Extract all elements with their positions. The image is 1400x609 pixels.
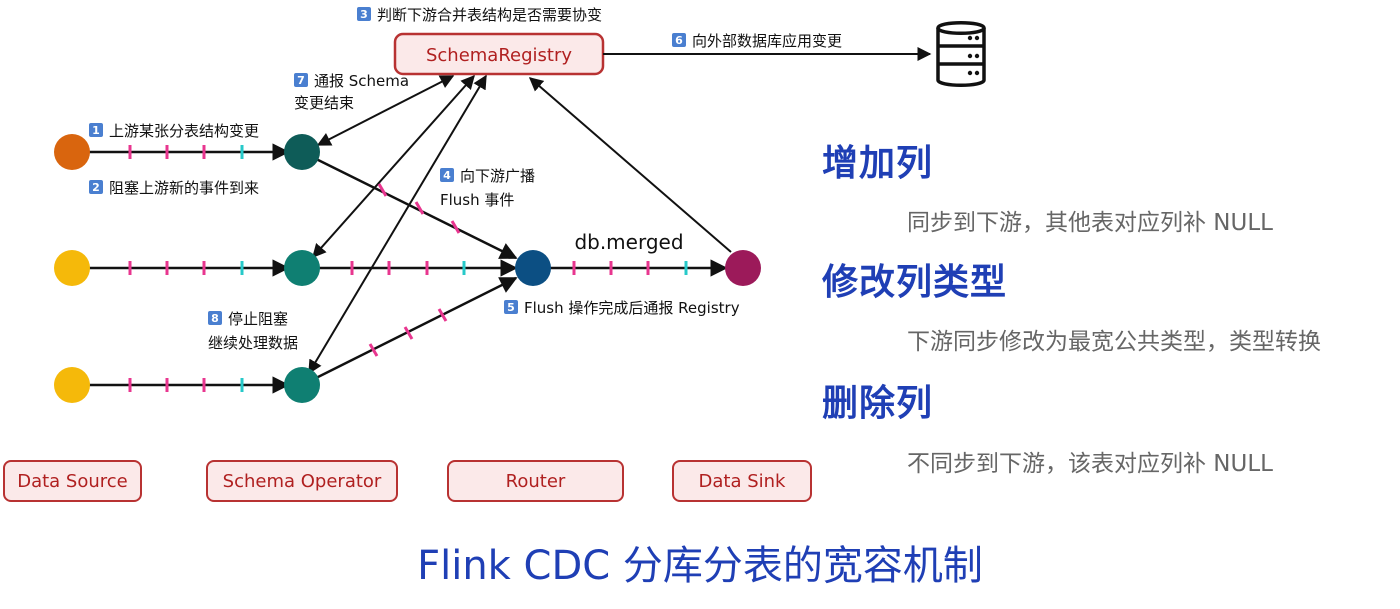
rule-drop-column-desc: 不同步到下游，该表对应列补 NULL bbox=[907, 451, 1273, 477]
rule-drop-column-title: 删除列 bbox=[822, 383, 934, 424]
rule-add-column-title: 增加列 bbox=[822, 143, 934, 184]
svg-text:5: 5 bbox=[507, 301, 515, 314]
svg-text:4: 4 bbox=[443, 169, 451, 182]
svg-text:通报 Schema: 通报 Schema bbox=[314, 72, 409, 90]
database-icon bbox=[936, 21, 986, 87]
svg-text:7: 7 bbox=[297, 74, 305, 87]
stage-data-source[interactable]: Data Source bbox=[3, 460, 142, 502]
sink-node[interactable] bbox=[725, 250, 761, 286]
stage-schema-operator[interactable]: Schema Operator bbox=[206, 460, 398, 502]
source-node[interactable] bbox=[54, 367, 90, 403]
stage-router[interactable]: Router bbox=[447, 460, 624, 502]
schema-registry-node[interactable]: SchemaRegistry bbox=[393, 32, 605, 76]
svg-text:阻塞上游新的事件到来: 阻塞上游新的事件到来 bbox=[109, 179, 259, 197]
svg-text:上游某张分表结构变更: 上游某张分表结构变更 bbox=[109, 122, 259, 140]
svg-text:2: 2 bbox=[92, 181, 100, 194]
svg-text:判断下游合并表结构是否需要协变: 判断下游合并表结构是否需要协变 bbox=[377, 6, 602, 24]
schema-operator-node[interactable] bbox=[284, 367, 320, 403]
step-4-annotation: 4 向下游广播 Flush 事件 bbox=[440, 167, 535, 209]
svg-text:变更结束: 变更结束 bbox=[294, 94, 354, 112]
registry-edge bbox=[308, 74, 487, 375]
svg-text:1: 1 bbox=[92, 124, 100, 137]
event-markers bbox=[128, 145, 688, 392]
schema-operator-node[interactable] bbox=[284, 250, 320, 286]
step-6-annotation: 6 向外部数据库应用变更 bbox=[672, 32, 842, 50]
svg-text:3: 3 bbox=[360, 8, 368, 21]
source-node-changed[interactable] bbox=[54, 134, 90, 170]
router-node[interactable] bbox=[515, 250, 551, 286]
stage-data-sink[interactable]: Data Sink bbox=[672, 460, 812, 502]
source-node[interactable] bbox=[54, 250, 90, 286]
svg-text:停止阻塞: 停止阻塞 bbox=[228, 310, 288, 328]
diagram-title: Flink CDC 分库分表的宽容机制 bbox=[417, 543, 983, 589]
step-3-annotation: 3 判断下游合并表结构是否需要协变 bbox=[357, 6, 602, 24]
svg-text:8: 8 bbox=[211, 312, 219, 325]
svg-text:Flush 事件: Flush 事件 bbox=[440, 191, 514, 209]
rule-change-type-desc: 下游同步修改为最宽公共类型，类型转换 bbox=[907, 329, 1321, 355]
step-8-annotation: 8 停止阻塞 继续处理数据 bbox=[208, 310, 298, 352]
step-1-annotation: 1 上游某张分表结构变更 bbox=[89, 122, 259, 140]
schema-operator-node-active[interactable] bbox=[284, 134, 320, 170]
svg-text:Flush 操作完成后通报 Registry: Flush 操作完成后通报 Registry bbox=[524, 299, 740, 317]
step-5-annotation: 5 Flush 操作完成后通报 Registry bbox=[504, 299, 740, 317]
rule-change-type-title: 修改列类型 bbox=[822, 262, 1008, 303]
svg-text:6: 6 bbox=[675, 34, 683, 47]
svg-text:向下游广播: 向下游广播 bbox=[460, 167, 535, 185]
svg-text:向外部数据库应用变更: 向外部数据库应用变更 bbox=[692, 32, 842, 50]
svg-text:继续处理数据: 继续处理数据 bbox=[208, 334, 298, 352]
rule-add-column-desc: 同步到下游，其他表对应列补 NULL bbox=[907, 210, 1273, 236]
registry-edge bbox=[528, 77, 732, 253]
step-2-annotation: 2 阻塞上游新的事件到来 bbox=[89, 179, 259, 197]
merged-table-label: db.merged bbox=[574, 230, 683, 254]
schema-registry-label: SchemaRegistry bbox=[426, 45, 572, 66]
step-7-annotation: 7 通报 Schema 变更结束 bbox=[294, 72, 409, 112]
